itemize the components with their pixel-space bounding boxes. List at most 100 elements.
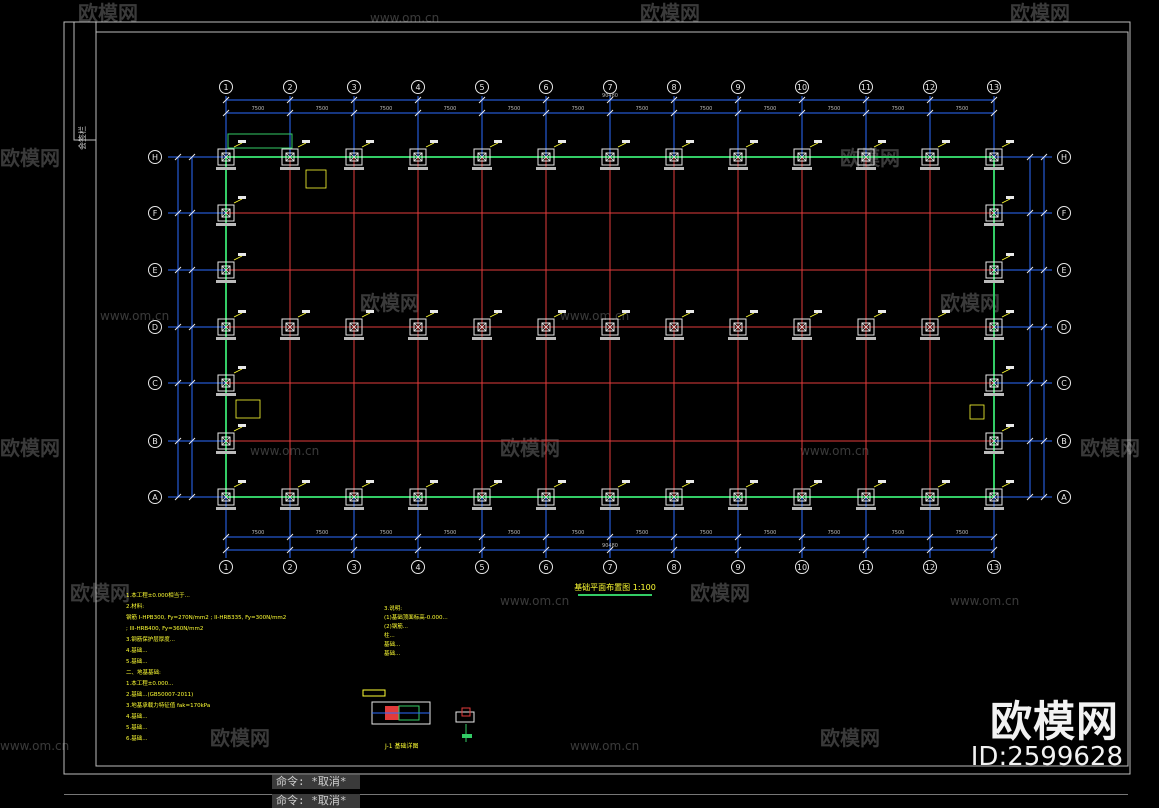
- column-hatch: [221, 322, 231, 332]
- footing-dims: [216, 280, 236, 283]
- dimension-tick: [174, 323, 182, 331]
- footing-outline: [473, 488, 491, 506]
- footing-outline: [217, 432, 235, 450]
- command-line-1[interactable]: 命令: *取消*: [0, 775, 1159, 789]
- footing-leader: [937, 312, 947, 318]
- axis-bubble-circle: [987, 560, 1001, 574]
- dimension-tick: [798, 96, 806, 104]
- column-outline: [925, 322, 935, 332]
- axis-bubble-circle: [283, 560, 297, 574]
- footing: [408, 310, 438, 340]
- footing-outline: [729, 488, 747, 506]
- dimension-text: 7500: [444, 106, 457, 112]
- footing: [728, 480, 758, 510]
- footing-detail: J-1 基础详图: [362, 689, 475, 750]
- dimension-text-overall: 90480: [602, 93, 618, 99]
- axis-bubble-circle: [347, 560, 361, 574]
- column-hatch: [541, 152, 551, 162]
- footing-leader: [745, 482, 755, 488]
- column-hatch: [285, 492, 295, 502]
- column-outline: [349, 322, 359, 332]
- column-outline: [733, 152, 743, 162]
- column-outline: [221, 436, 231, 446]
- dimension-tick: [174, 266, 182, 274]
- watermark-logo-text: 欧模网: [78, 1, 138, 25]
- footing-dims: [216, 223, 236, 226]
- watermark-logo-text: 欧模网: [820, 726, 880, 750]
- footing-dims: [216, 393, 236, 396]
- footing-dims: [920, 337, 940, 340]
- footing-outline: [921, 148, 939, 166]
- axis-bubble: E: [1057, 263, 1071, 277]
- column-hatch: [989, 378, 999, 388]
- axis-bubble: 1: [219, 80, 233, 94]
- dimension-tick: [222, 109, 230, 117]
- footing-outline: [217, 374, 235, 392]
- dimension-tick: [990, 546, 998, 554]
- footing: [728, 310, 758, 340]
- column-hatch: [733, 322, 743, 332]
- axis-bubble-circle: [1057, 320, 1071, 334]
- dimension-tick: [670, 109, 678, 117]
- footing-dims: [344, 167, 364, 170]
- axis-bubble-circle: [859, 80, 873, 94]
- note-line: 3.说明:: [384, 604, 402, 612]
- dimension-tick: [862, 533, 870, 541]
- footing-leader: [489, 312, 499, 318]
- column-hatch: [925, 322, 935, 332]
- footing-tag: [750, 140, 758, 143]
- footing-dims: [344, 507, 364, 510]
- footing-outline: [537, 148, 555, 166]
- footing-outline: [217, 204, 235, 222]
- axis-bubble-circle: [795, 560, 809, 574]
- column-hatch: [669, 322, 679, 332]
- column-hatch: [925, 152, 935, 162]
- dimension-tick: [798, 109, 806, 117]
- footing-outline: [857, 488, 875, 506]
- dimension-text: 7500: [700, 106, 713, 112]
- axis-bubble-label: C: [1061, 379, 1067, 388]
- footing: [408, 140, 438, 170]
- footing-tag: [942, 140, 950, 143]
- footing: [344, 310, 374, 340]
- note-line: 2.材料:: [126, 602, 144, 610]
- footing: [344, 480, 374, 510]
- axis-bubble-label: 4: [415, 83, 420, 92]
- dimension-text: 7500: [764, 106, 777, 112]
- footing-leader: [1001, 368, 1011, 374]
- dimension-tick: [222, 533, 230, 541]
- column-outline: [733, 492, 743, 502]
- column-hatch: [669, 492, 679, 502]
- footing-tag: [622, 480, 630, 483]
- footing-tag: [238, 196, 246, 199]
- footing-dims: [408, 507, 428, 510]
- axis-bubble-label: 9: [735, 83, 740, 92]
- axis-bubble: D: [148, 320, 162, 334]
- footing-leader: [489, 482, 499, 488]
- axis-bubble: B: [148, 434, 162, 448]
- note-line: 5.基础...: [126, 657, 148, 665]
- footing-tag: [238, 140, 246, 143]
- detail-caption: J-1 基础详图: [384, 742, 418, 750]
- dimension-tick: [1040, 209, 1048, 217]
- dimension-tick: [862, 96, 870, 104]
- footing-outline: [217, 488, 235, 506]
- footing-outline: [665, 148, 683, 166]
- footing-dims: [216, 451, 236, 454]
- dimension-tick: [990, 109, 998, 117]
- dimension-tick: [926, 546, 934, 554]
- footing-dims: [792, 507, 812, 510]
- command-line-2[interactable]: 命令: *取消*: [0, 794, 1159, 808]
- footing: [536, 310, 566, 340]
- footing-dims: [472, 507, 492, 510]
- column-hatch: [221, 265, 231, 275]
- axis-bubble-label: 11: [861, 83, 871, 92]
- column-outline: [797, 322, 807, 332]
- footing-tag: [1006, 140, 1014, 143]
- dimension-tick: [990, 96, 998, 104]
- footing-outline: [665, 488, 683, 506]
- dimension-text: 7500: [572, 106, 585, 112]
- footing-leader: [937, 142, 947, 148]
- footing-tag: [238, 366, 246, 369]
